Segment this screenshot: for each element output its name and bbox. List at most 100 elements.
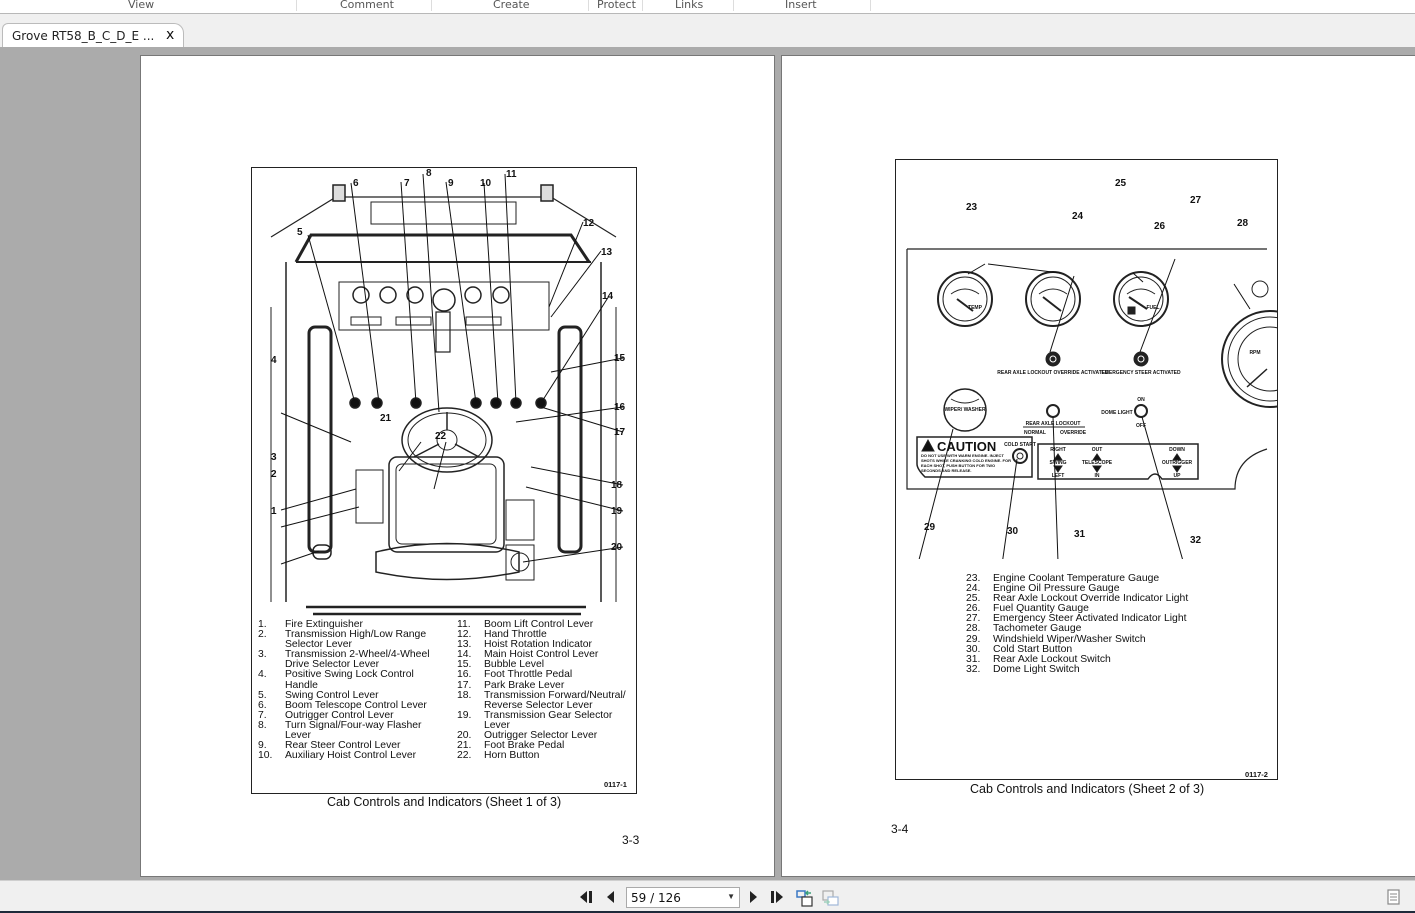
callout-21: 21 (380, 413, 392, 424)
callout-13: 13 (601, 247, 613, 258)
label-in: IN (1095, 473, 1100, 479)
single-page-layout-icon[interactable] (1387, 889, 1403, 905)
legend-item: 32.Dome Light Switch (966, 663, 1080, 675)
figure-caption: Cab Controls and Indicators (Sheet 2 of … (970, 782, 1205, 796)
callout-20: 20 (611, 542, 623, 553)
menu-separator (296, 0, 297, 11)
caution-heading: CAUTION (937, 439, 996, 454)
legend-item: 22.Horn Button (457, 750, 540, 762)
label-emergency-steer: EMERGENCY STEER ACTIVATED (1101, 370, 1181, 376)
callout-8: 8 (426, 168, 432, 179)
callout-11: 11 (506, 169, 517, 180)
legend-item: 29.Windshield Wiper/Washer Switch (966, 633, 1146, 645)
legend-item: 20.Outrigger Selector Lever (457, 730, 598, 742)
menu-separator (870, 0, 871, 11)
menu-bar: View Comment Create Protect Links Insert (0, 0, 1415, 14)
legend-left: 1.Fire Extinguisher 2.Transmission High/… (258, 619, 438, 761)
callout-27: 27 (1190, 195, 1202, 206)
legend-item: 5.Swing Control Lever (258, 689, 379, 701)
document-viewer[interactable]: 1 2 3 4 5 6 7 8 9 10 11 12 13 14 15 16 1… (0, 47, 1415, 880)
label-telescope: TELESCOPE (1082, 460, 1113, 466)
page-number-value[interactable]: 59 / 126 (631, 891, 681, 905)
next-view-icon[interactable] (822, 889, 839, 906)
legend-item: 8.Turn Signal/Four-way Flasher Lever (258, 719, 422, 742)
callout-14: 14 (602, 291, 614, 302)
legend-item: 12.Hand Throttle (457, 629, 547, 641)
callout-9: 9 (448, 178, 454, 189)
figure-caption: Cab Controls and Indicators (Sheet 1 of … (327, 795, 562, 809)
legend-item: 18.Transmission Forward/Neutral/ Reverse… (457, 689, 626, 711)
label-outrigger: OUTRIGGER (1162, 460, 1193, 466)
label-swing: SWING (1050, 460, 1067, 466)
legend-item: 30.Cold Start Button (966, 643, 1073, 655)
legend-item: 16.Foot Throttle Pedal (457, 669, 573, 681)
figure-id: 0117-2 (1245, 770, 1268, 779)
previous-page-icon[interactable] (603, 889, 619, 905)
label-override: OVERRIDE (1060, 430, 1087, 436)
menu-create[interactable]: Create (493, 0, 530, 11)
legend-item: 13.Hoist Rotation Indicator (457, 639, 593, 651)
label-wiper: WIPER/ WASHER (944, 407, 986, 413)
legend-item: 25.Rear Axle Lockout Override Indicator … (966, 593, 1189, 605)
callout-4: 4 (271, 355, 277, 366)
legend-item: 9.Rear Steer Control Lever (258, 740, 401, 752)
menu-comment[interactable]: Comment (340, 0, 394, 11)
legend-item: 19.Transmission Gear Selector Lever (457, 709, 613, 731)
callout-26: 26 (1154, 221, 1166, 232)
menu-view[interactable]: View (128, 0, 155, 11)
legend-item: 24.Engine Oil Pressure Gauge (966, 583, 1120, 595)
callout-12: 12 (583, 218, 595, 229)
menu-separator (588, 0, 589, 11)
menu-protect[interactable]: Protect (597, 0, 636, 11)
next-page-icon[interactable] (746, 889, 762, 905)
label-dome-light: DOME LIGHT (1101, 410, 1132, 416)
menu-links[interactable]: Links (675, 0, 704, 11)
menu-separator (642, 0, 643, 11)
pdf-page-3-3: 1 2 3 4 5 6 7 8 9 10 11 12 13 14 15 16 1… (140, 55, 775, 877)
legend-item: 11.Boom Lift Control Lever (457, 619, 594, 630)
gauge-panel-illustration: REAR AXLE LOCKOUT OVERRIDE ACTIVATED EME… (906, 248, 1278, 559)
label-out: OUT (1092, 447, 1103, 453)
label-left: LEFT (1052, 473, 1065, 479)
close-icon[interactable]: x (166, 27, 175, 43)
label-cold-start: COLD START (1004, 442, 1036, 448)
chevron-down-icon[interactable]: ▼ (727, 892, 735, 901)
callout-29: 29 (924, 522, 936, 533)
callout-18: 18 (611, 480, 623, 491)
legend-item: 3.Transmission 2-Wheel/4-Wheel Drive Sel… (258, 649, 430, 671)
legend-item: 27.Emergency Steer Activated Indicator L… (966, 613, 1187, 625)
label-right: RIGHT (1050, 447, 1066, 453)
tab-bar: Grove RT58_B_C_D_E ... x (0, 14, 1415, 47)
callout-1: 1 (271, 506, 277, 517)
page-number: 3-4 (891, 822, 909, 836)
callout-3: 3 (271, 452, 277, 463)
label-off: OFF (1136, 423, 1146, 429)
taskbar-edge (0, 911, 1415, 913)
previous-view-icon[interactable] (796, 889, 813, 907)
callout-28: 28 (1237, 218, 1249, 229)
first-page-icon[interactable] (578, 889, 594, 905)
legend-item: 15.Bubble Level (457, 659, 545, 671)
menu-insert[interactable]: Insert (785, 0, 817, 11)
callout-17: 17 (614, 427, 626, 438)
callout-30: 30 (1007, 526, 1019, 537)
legend-item: 6.Boom Telescope Control Lever (258, 699, 427, 711)
callout-7: 7 (404, 178, 410, 189)
legend-item: 31.Rear Axle Lockout Switch (966, 653, 1111, 665)
page-number-field[interactable]: 59 / 126 ▼ (626, 887, 740, 908)
callout-15: 15 (614, 353, 626, 364)
document-tab[interactable]: Grove RT58_B_C_D_E ... x (2, 23, 184, 47)
figure-id: 0117-1 (604, 780, 627, 789)
legend-item: 23.Engine Coolant Temperature Gauge (966, 573, 1160, 584)
menu-separator (431, 0, 432, 11)
callout-23: 23 (966, 202, 978, 213)
callout-6: 6 (353, 178, 359, 189)
last-page-icon[interactable] (769, 889, 785, 905)
legend: 23.Engine Coolant Temperature Gauge 24.E… (966, 573, 1226, 675)
callout-5: 5 (297, 227, 303, 238)
callout-19: 19 (611, 506, 623, 517)
label-up: UP (1174, 473, 1182, 479)
label-fuel: FUEL (1146, 305, 1159, 311)
label-temp: TEMP (968, 305, 983, 311)
legend-item: 1.Fire Extinguisher (258, 619, 363, 630)
